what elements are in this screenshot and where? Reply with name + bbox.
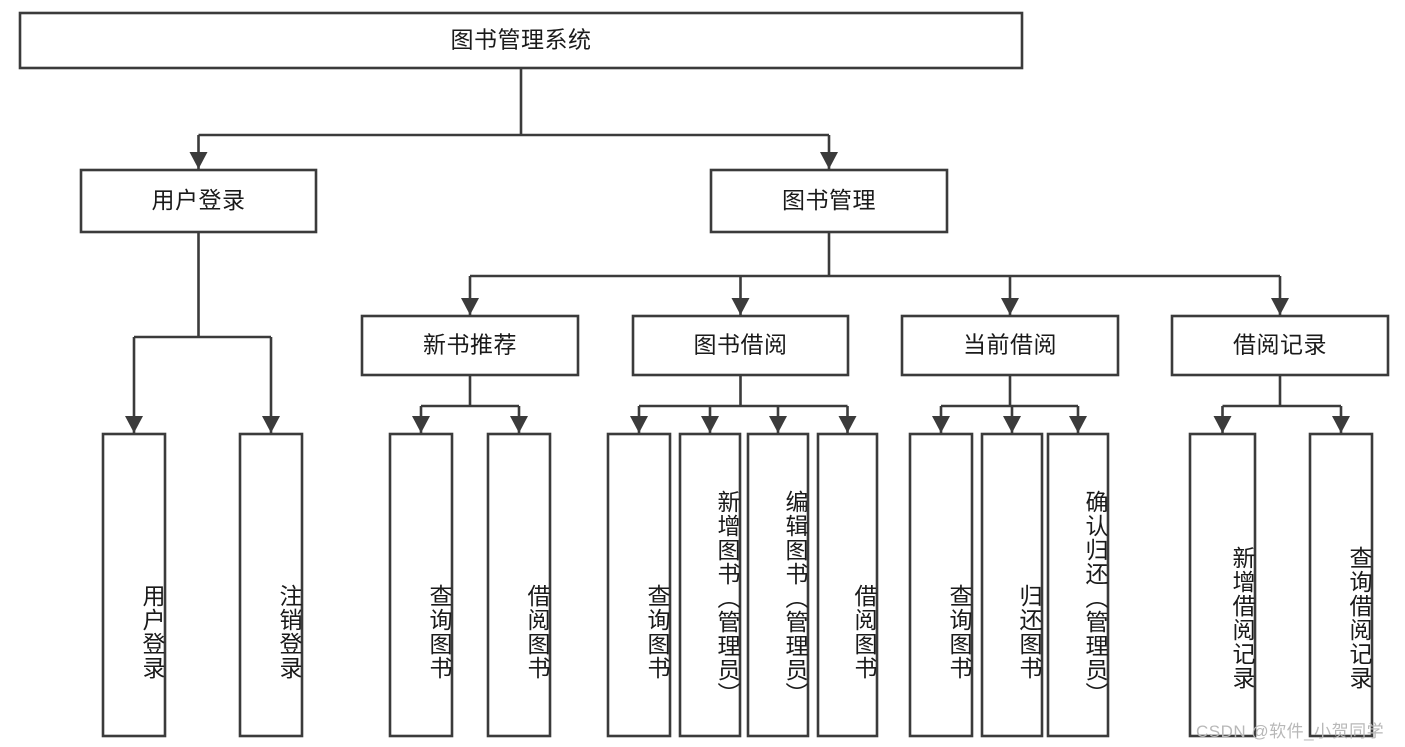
node-box-book-borrow — [631, 314, 850, 377]
arrowhead-icon — [262, 416, 280, 433]
node-book-manage[interactable]: 图书管理 — [709, 168, 949, 234]
node-label-book-borrow: 图书借阅 — [694, 332, 788, 358]
arrowhead-icon — [1213, 416, 1232, 433]
node-box-leaf-query-book-3 — [908, 432, 974, 738]
node-leaf-query-record[interactable] — [1308, 432, 1374, 738]
connector-layer — [125, 68, 1350, 433]
arrowhead-icon — [1069, 416, 1087, 433]
connector-group-user-login — [125, 232, 280, 433]
node-leaf-edit-book[interactable] — [746, 432, 810, 738]
arrowhead-icon — [510, 416, 528, 433]
watermark-text: CSDN @软件_小贺同学 — [1196, 722, 1385, 741]
arrowhead-icon — [189, 152, 208, 169]
node-label-book-manage: 图书管理 — [782, 187, 876, 213]
node-box-new-book-rec — [360, 314, 580, 377]
node-box-leaf-user-logout — [238, 432, 304, 738]
connector-group-root — [189, 68, 838, 169]
node-new-book-rec[interactable]: 新书推荐 — [360, 314, 580, 377]
node-leaf-add-book[interactable] — [678, 432, 742, 738]
node-box-leaf-add-book — [678, 432, 742, 738]
node-label-current-borrow: 当前借阅 — [963, 332, 1057, 358]
node-label-user-login: 用户登录 — [152, 187, 246, 213]
node-box-leaf-query-book-1 — [388, 432, 454, 738]
arrowhead-icon — [1003, 416, 1021, 433]
node-leaf-confirm-return[interactable] — [1046, 432, 1110, 738]
node-leaf-user-login[interactable] — [101, 432, 167, 738]
arrowhead-icon — [769, 416, 787, 433]
arrowhead-icon — [932, 416, 950, 433]
arrowhead-icon — [630, 416, 648, 433]
node-book-borrow[interactable]: 图书借阅 — [631, 314, 850, 377]
connector-group-current-borrow — [932, 375, 1087, 433]
node-box-current-borrow — [900, 314, 1120, 377]
arrowhead-icon — [461, 298, 479, 315]
node-leaf-borrow-book-2[interactable] — [816, 432, 879, 738]
node-root[interactable]: 图书管理系统 — [18, 11, 1024, 70]
node-box-leaf-query-book-2 — [606, 432, 672, 738]
node-box-leaf-query-record — [1308, 432, 1374, 738]
node-box-leaf-confirm-return — [1046, 432, 1110, 738]
node-box-leaf-edit-book — [746, 432, 810, 738]
node-leaf-query-book-3[interactable] — [908, 432, 974, 738]
arrowhead-icon — [1271, 298, 1289, 315]
connector-group-borrow-record — [1213, 375, 1350, 433]
connector-group-new-book-rec — [412, 375, 528, 433]
connector-group-book-borrow — [630, 375, 857, 433]
node-box-leaf-return-book — [980, 432, 1044, 738]
node-user-login[interactable]: 用户登录 — [79, 168, 318, 234]
node-box-book-manage — [709, 168, 949, 234]
node-leaf-user-logout[interactable] — [238, 432, 304, 738]
node-box-user-login — [79, 168, 318, 234]
node-box-leaf-user-login — [101, 432, 167, 738]
node-leaf-query-book-1[interactable] — [388, 432, 454, 738]
node-box-root — [18, 11, 1024, 70]
arrowhead-icon — [1001, 298, 1019, 315]
arrowhead-icon — [820, 152, 838, 169]
node-box-leaf-borrow-book-2 — [816, 432, 879, 738]
connector-group-book-manage — [461, 232, 1289, 315]
node-label-borrow-record: 借阅记录 — [1233, 332, 1327, 358]
arrowhead-icon — [412, 416, 430, 433]
node-box-leaf-add-record — [1188, 432, 1257, 738]
node-label-new-book-rec: 新书推荐 — [423, 332, 517, 358]
node-label-root: 图书管理系统 — [451, 27, 592, 53]
arrowhead-icon — [731, 298, 750, 315]
node-current-borrow[interactable]: 当前借阅 — [900, 314, 1120, 377]
node-box-borrow-record — [1170, 314, 1390, 377]
arrowhead-icon — [125, 416, 143, 433]
arrowhead-icon — [701, 416, 719, 433]
node-leaf-return-book[interactable] — [980, 432, 1044, 738]
arrowhead-icon — [838, 416, 857, 433]
arrowhead-icon — [1332, 416, 1350, 433]
node-box-leaf-borrow-book-1 — [486, 432, 552, 738]
node-leaf-add-record[interactable] — [1188, 432, 1257, 738]
node-borrow-record[interactable]: 借阅记录 — [1170, 314, 1390, 377]
node-leaf-query-book-2[interactable] — [606, 432, 672, 738]
node-leaf-borrow-book-1[interactable] — [486, 432, 552, 738]
